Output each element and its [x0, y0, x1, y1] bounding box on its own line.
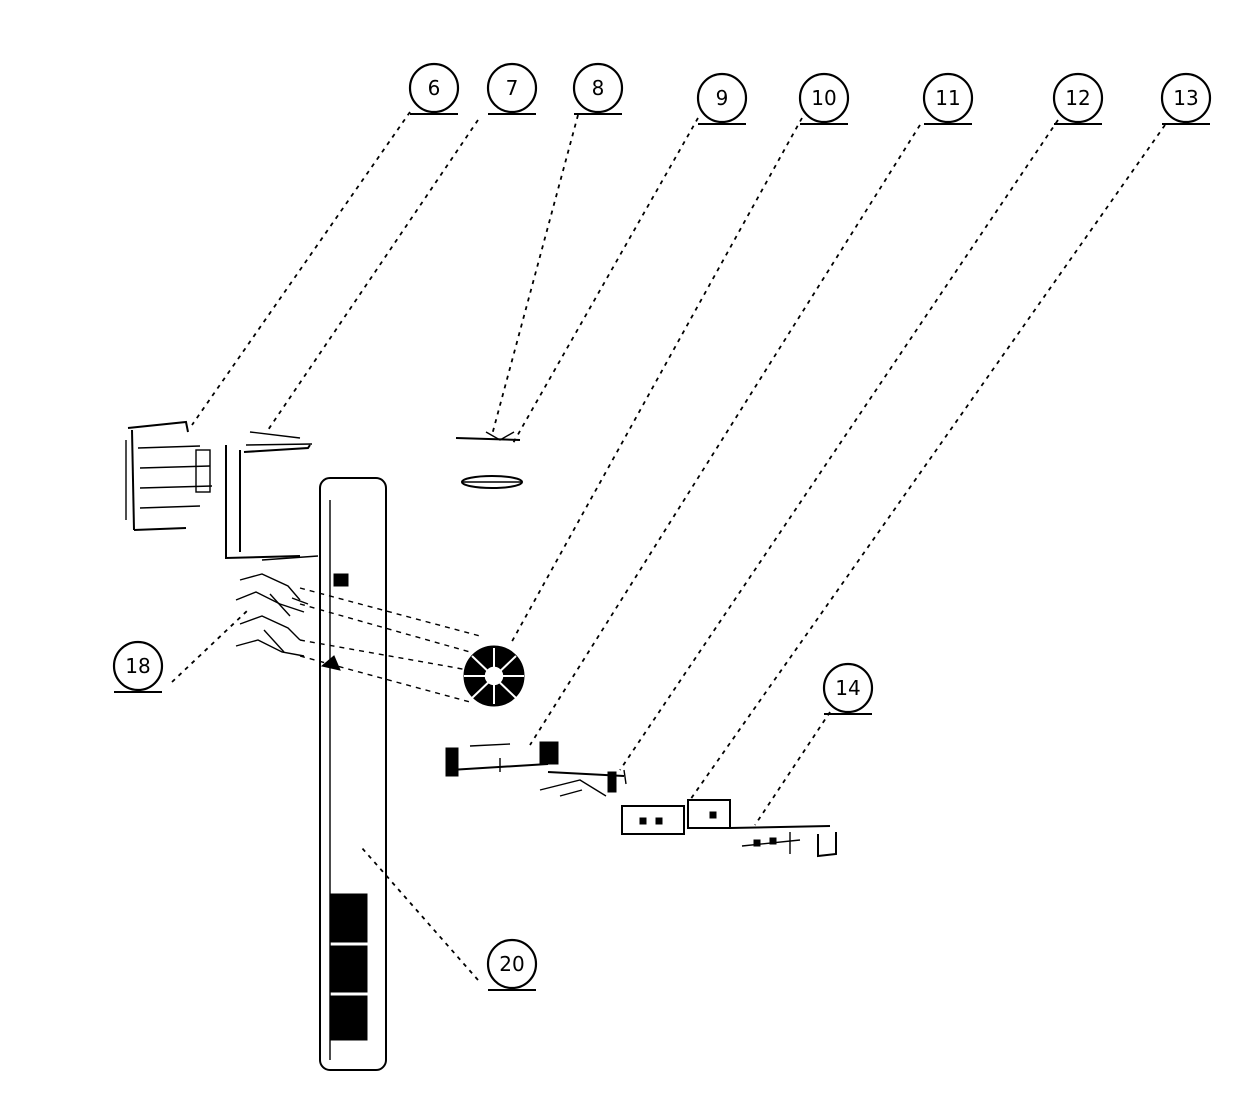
callout-9: 9	[696, 72, 748, 125]
callout-10-label: 10	[811, 86, 836, 110]
callout-7-label: 7	[506, 76, 519, 100]
leader-lines	[171, 111, 1166, 981]
callout-8-label: 8	[592, 76, 605, 100]
leader-line-9	[511, 117, 699, 446]
part-18-bolt-cluster	[235, 573, 309, 657]
callout-6-label: 6	[428, 76, 441, 100]
callouts: 6 7 8 9 10 11 12	[112, 62, 1212, 991]
part-11-bracket	[445, 741, 559, 777]
callout-7: 7	[486, 62, 538, 115]
part-9-washer	[461, 475, 523, 489]
leader-line-10	[509, 117, 803, 646]
callout-12: 12	[1052, 72, 1104, 125]
part-14-rod	[729, 825, 837, 858]
callout-20-label: 20	[499, 952, 524, 976]
callout-11: 11	[922, 72, 974, 125]
part-8-screw	[455, 431, 521, 441]
callout-12-label: 12	[1065, 86, 1090, 110]
leader-line-8	[491, 114, 579, 436]
leader-line-20	[361, 847, 479, 981]
callout-18-label: 18	[125, 654, 150, 678]
callout-9-label: 9	[716, 86, 729, 110]
callout-8: 8	[572, 62, 624, 115]
leader-line-14	[754, 711, 831, 826]
callout-18: 18	[112, 640, 164, 693]
callout-6: 6	[408, 62, 460, 115]
leader-line-11	[529, 124, 921, 746]
callout-20: 20	[486, 938, 538, 991]
callout-14: 14	[822, 662, 874, 715]
part-12-link	[539, 769, 627, 797]
assembly-guides	[299, 587, 481, 703]
leader-line-13	[689, 124, 1166, 801]
callout-14-label: 14	[835, 676, 860, 700]
part-13-block	[621, 799, 731, 835]
callout-13-label: 13	[1173, 86, 1198, 110]
part-7-channel	[225, 431, 319, 561]
part-6-bracket	[125, 420, 213, 531]
part-10-gear	[463, 645, 525, 707]
callout-11-label: 11	[935, 86, 960, 110]
callout-13: 13	[1160, 72, 1212, 125]
leader-line-6	[191, 111, 411, 426]
part-20-column	[319, 477, 387, 1071]
callout-10: 10	[798, 72, 850, 125]
